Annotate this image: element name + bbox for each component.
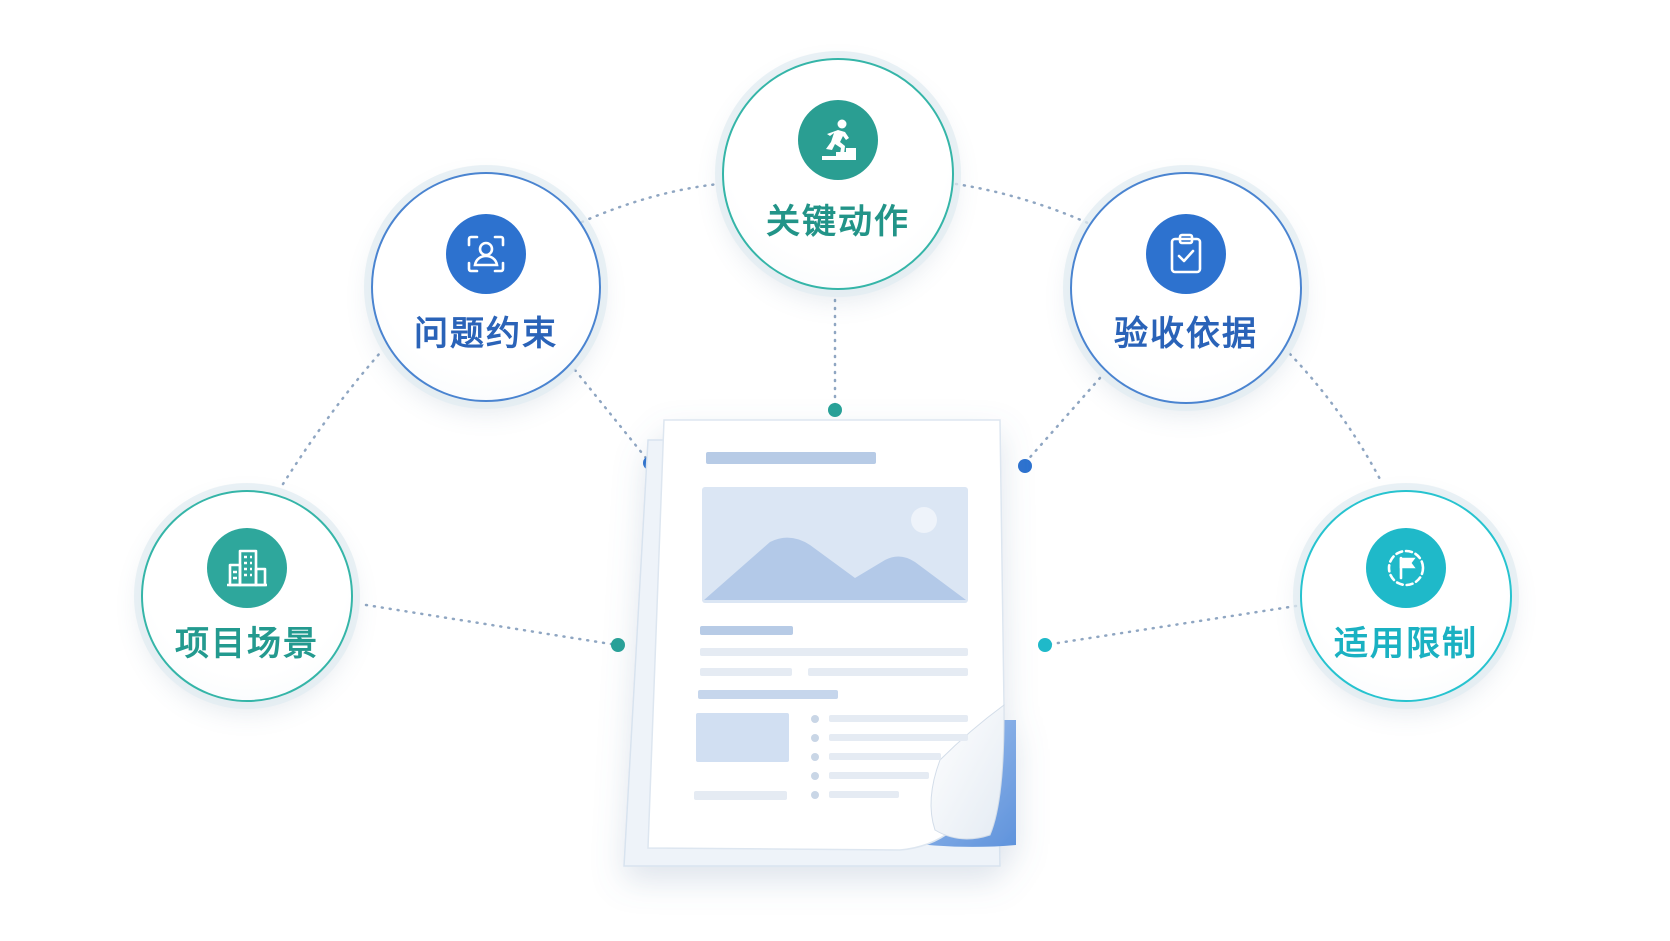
- clipboard-check-icon: [1146, 214, 1226, 294]
- node-applicable-limit: 适用限制: [1300, 490, 1512, 702]
- spoke-connector-accept: [1023, 376, 1102, 465]
- connector-dot: [611, 638, 625, 652]
- spoke-connector-limit: [1043, 604, 1298, 647]
- node-label: 验收依据: [1114, 314, 1258, 354]
- arc-connector: [1288, 352, 1384, 485]
- connector-dot: [1038, 638, 1052, 652]
- node-project-scenario: 项目场景: [141, 490, 353, 702]
- flag-dashed-circle-icon: [1366, 528, 1446, 608]
- node-key-action: 关键动作: [722, 58, 954, 290]
- arc-connector: [954, 182, 1092, 226]
- connector-dot: [1018, 459, 1032, 473]
- spoke-connector-scenario: [364, 603, 619, 647]
- node-problem-constraint: 问题约束: [371, 172, 601, 402]
- building-icon: [207, 528, 287, 608]
- node-label: 适用限制: [1334, 624, 1478, 664]
- running-stairs-icon: [798, 100, 878, 180]
- node-label: 关键动作: [766, 202, 910, 242]
- arc-connector: [580, 182, 720, 224]
- node-label: 项目场景: [175, 624, 319, 664]
- spoke-connector-problem: [573, 368, 652, 465]
- node-acceptance-basis: 验收依据: [1070, 172, 1302, 404]
- person-scan-icon: [446, 214, 526, 294]
- connector-dot: [828, 403, 842, 417]
- arc-connector: [281, 351, 382, 486]
- document-page-icon: [623, 419, 1016, 867]
- node-label: 问题约束: [414, 314, 558, 354]
